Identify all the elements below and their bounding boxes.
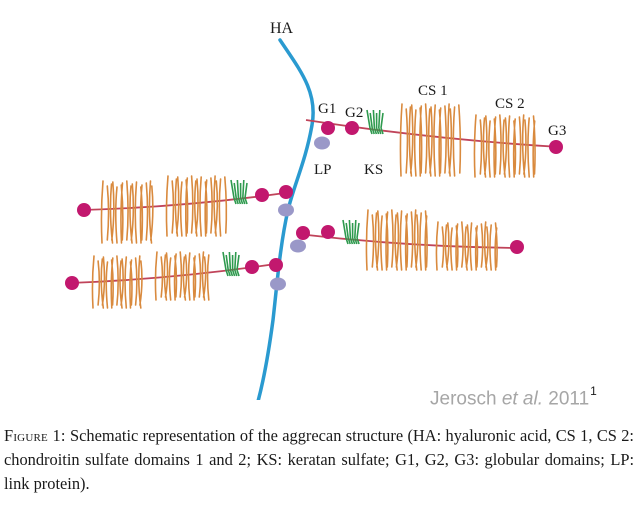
chondroitin-sulfate xyxy=(166,176,226,236)
g2-domain xyxy=(255,188,269,202)
g1-domain xyxy=(269,258,283,272)
g3-domain xyxy=(510,240,524,254)
proteoglycan-chains xyxy=(65,104,563,308)
chondroitin-sulfate xyxy=(366,210,427,270)
g3-domain xyxy=(549,140,563,154)
label-ha: HA xyxy=(270,20,294,37)
credit-etal: et al. xyxy=(502,388,543,409)
label-ks: KS xyxy=(364,162,383,178)
keratan-sulfate xyxy=(223,252,239,276)
chondroitin-sulfate xyxy=(400,104,460,176)
g2-domain xyxy=(321,225,335,239)
credit-reference: 1 xyxy=(590,384,597,398)
chondroitin-sulfate xyxy=(474,115,535,177)
caption-heading: Figure 1: xyxy=(4,426,66,445)
label-g3: G3 xyxy=(548,123,566,139)
link-protein xyxy=(270,278,286,291)
g1-domain xyxy=(279,185,293,199)
g1-domain xyxy=(321,121,335,135)
link-protein xyxy=(290,240,306,253)
g2-domain xyxy=(345,121,359,135)
label-cs1: CS 1 xyxy=(418,83,448,99)
chondroitin-sulfate xyxy=(101,181,152,243)
label-cs2: CS 2 xyxy=(495,96,525,112)
hyaluronic-acid-strand xyxy=(257,40,313,400)
aggrecan-diagram: HA G1 G2 CS 1 CS 2 G3 LP KS xyxy=(0,0,640,400)
figure-caption: Figure 1: Schematic representation of th… xyxy=(4,424,634,496)
credit-author: Jerosch xyxy=(430,388,497,409)
chondroitin-sulfate xyxy=(92,256,142,308)
keratan-sulfate xyxy=(231,180,247,204)
chondroitin-sulfate xyxy=(155,252,208,300)
g2-domain xyxy=(245,260,259,274)
g3-domain xyxy=(77,203,91,217)
label-g1: G1 xyxy=(318,101,336,117)
label-lp: LP xyxy=(314,162,332,178)
link-protein xyxy=(314,137,330,150)
caption-text: Schematic representation of the aggrecan… xyxy=(4,426,634,493)
figure-credit: Jerosch et al. 20111 xyxy=(430,386,640,410)
credit-year: 2011 xyxy=(548,388,589,409)
g1-domain xyxy=(296,226,310,240)
link-protein xyxy=(278,204,294,217)
g3-domain xyxy=(65,276,79,290)
label-g2: G2 xyxy=(345,105,363,121)
